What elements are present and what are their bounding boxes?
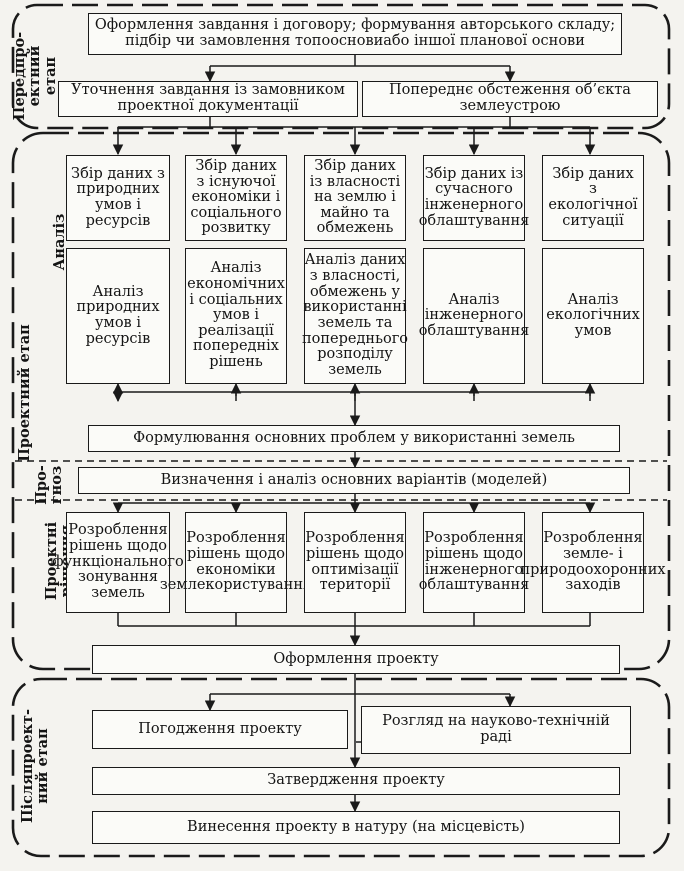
preliminary-survey-box: Попереднє обстеження об’єкта землеустрою (362, 81, 658, 117)
stage-label-pre-project: Передпро- ектний етап (11, 31, 59, 121)
collection-box-engineering: Збір даних із сучасного інженерного обла… (419, 155, 529, 241)
stage-label-post-project: Післяпроект- ний етап (18, 708, 51, 824)
analysis-box-ecology: Аналіз екологічних умов (542, 248, 644, 384)
decision-box-protection: Розроблення земле- і природоохоронних за… (520, 512, 666, 613)
decision-box-engineering: Розроблення рішень щодо інженерного обла… (419, 512, 529, 613)
field-staking-box: Винесення проекту в натуру (на місцевіст… (92, 811, 620, 844)
decision-box-zoning: Розроблення рішень щодо функціонального … (52, 512, 184, 613)
collection-box-ecology: Збір даних з екологічної ситуації (542, 155, 644, 241)
analysis-box-natural: Аналіз природних умов і ресурсів (66, 248, 170, 384)
pre-project-frame (11, 3, 671, 130)
analysis-text: Аналіз екологічних умов (546, 291, 640, 339)
analysis-text: Аналіз економічних і соціальних умов і р… (187, 260, 285, 371)
ratification-text: Затвердження проекту (267, 772, 445, 789)
approval-agreement-box: Погодження проекту (92, 710, 348, 749)
decision-text: Розроблення рішень щодо інженерного обла… (418, 530, 530, 594)
collection-text: Збір даних з природних умов і ресурсів (71, 165, 165, 229)
analysis-box-economy: Аналіз економічних і соціальних умов і р… (185, 248, 287, 384)
post-project-frame (11, 677, 671, 858)
collection-text: Збір даних з існуючої економіки і соціал… (190, 157, 282, 237)
collection-text: Збір даних з екологічної ситуації (548, 165, 638, 229)
design-text: Оформлення проекту (273, 650, 439, 667)
design-box: Оформлення проекту (92, 645, 620, 674)
decision-box-optimization: Розроблення рішень щодо оптимізації тери… (304, 512, 406, 613)
analysis-box-engineering: Аналіз інженерного облаштування (419, 248, 529, 384)
decision-text: Розроблення рішень щодо економіки землек… (159, 530, 313, 594)
problems-text: Формулювання основних проблем у використ… (133, 429, 575, 446)
preliminary-survey-text: Попереднє обстеження об’єкта землеустрою (389, 82, 631, 114)
analysis-text: Аналіз інженерного облаштування (418, 291, 530, 339)
analysis-box-ownership: Аналіз даних з власності, обмежень у вик… (301, 248, 409, 384)
council-review-text: Розгляд на науково-технічній раді (382, 713, 610, 745)
field-staking-text: Винесення проекту в натуру (на місцевіст… (187, 818, 525, 835)
clarification-box: Уточнення завдання із замовником проектн… (58, 81, 358, 117)
decision-box-economy: Розроблення рішень щодо економіки землек… (160, 512, 312, 613)
decision-text: Розроблення земле- і природоохоронних за… (520, 530, 666, 594)
project-frame (11, 131, 671, 671)
collection-box-natural: Збір даних з природних умов і ресурсів (66, 155, 170, 241)
council-review-box: Розгляд на науково-технічній раді (361, 706, 631, 754)
collection-box-economy: Збір даних з існуючої економіки і соціал… (185, 155, 287, 241)
section-label-forecast: Про- гноз (32, 465, 65, 505)
variants-text: Визначення і аналіз основних варіантів (… (160, 471, 548, 488)
formalization-box: Оформлення завдання і договору; формуван… (88, 13, 622, 55)
ratification-box: Затвердження проекту (92, 767, 620, 795)
clarification-text: Уточнення завдання із замовником проектн… (71, 82, 345, 114)
analysis-text: Аналіз природних умов і ресурсів (76, 283, 160, 347)
collection-text: Збір даних із сучасного інженерного обла… (418, 165, 530, 229)
decision-text: Розроблення рішень щодо оптимізації тери… (305, 530, 405, 594)
decision-text: Розроблення рішень щодо функціонального … (52, 522, 184, 601)
stage-label-project: Проектний етап (16, 324, 34, 462)
formalization-text: Оформлення завдання і договору; формуван… (94, 17, 616, 49)
problems-box: Формулювання основних проблем у використ… (88, 425, 620, 452)
variants-box: Визначення і аналіз основних варіантів (… (78, 467, 630, 494)
collection-text: Збір даних із власності на землю і майно… (309, 157, 401, 237)
collection-box-ownership: Збір даних із власності на землю і майно… (304, 155, 406, 241)
analysis-text: Аналіз даних з власності, обмежень у вик… (301, 252, 409, 378)
approval-agreement-text: Погодження проекту (138, 720, 302, 737)
